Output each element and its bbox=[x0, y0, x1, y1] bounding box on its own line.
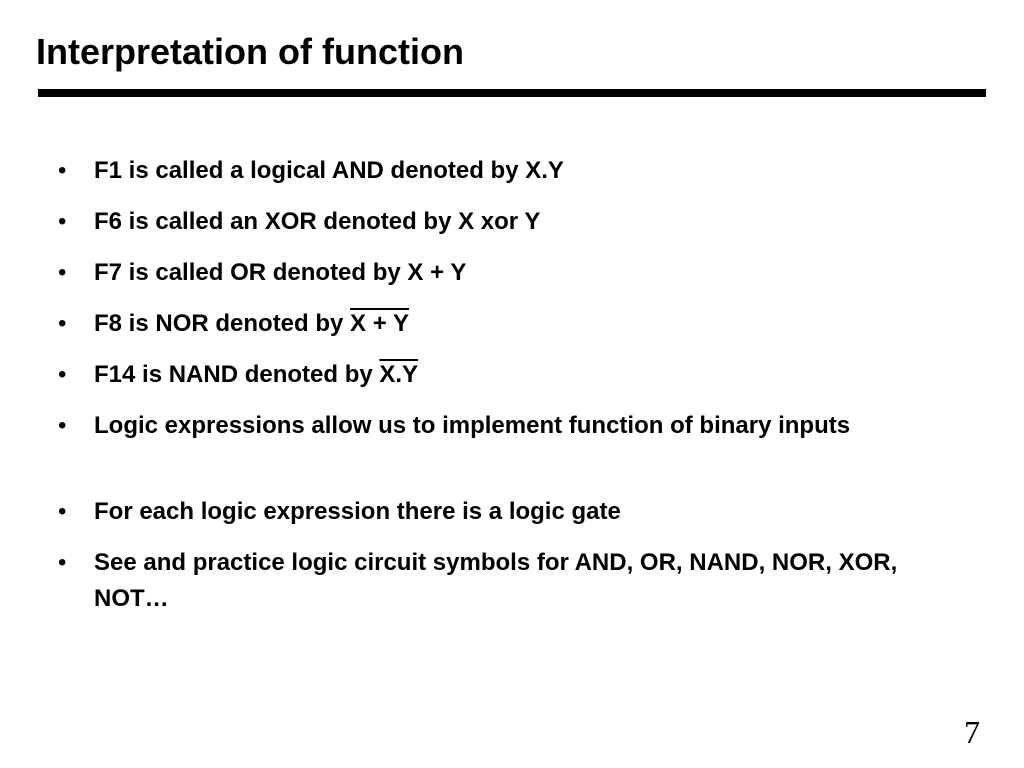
bullet-text: See and practice logic circuit symbols f… bbox=[94, 549, 898, 612]
title-rule bbox=[38, 89, 986, 97]
bullet-text: F8 is NOR denoted by X + Y bbox=[94, 306, 914, 342]
slide-title: Interpretation of function bbox=[36, 31, 464, 72]
bullet-text-prefix: F8 is NOR denoted by bbox=[94, 310, 351, 337]
bullet-dot: • bbox=[58, 498, 67, 525]
bullet-text-prefix: F14 is NAND denoted by bbox=[94, 361, 380, 388]
bullet-dot: • bbox=[58, 361, 67, 388]
page-number: 7 bbox=[964, 714, 980, 750]
bullet-dot: • bbox=[58, 549, 67, 576]
bullet-dot: • bbox=[58, 157, 67, 184]
nand-expression: X.Y bbox=[379, 361, 419, 388]
bullet-text: Logic expressions allow us to implement … bbox=[94, 412, 851, 439]
bullet-text: F1 is called a logical AND denoted by X.… bbox=[94, 157, 564, 184]
bullet-text: F14 is NAND denoted by X.Y bbox=[94, 357, 914, 393]
bullet-text: F7 is called OR denoted by X + Y bbox=[94, 259, 467, 286]
bullet-dot: • bbox=[58, 412, 67, 439]
bullet-text: For each logic expression there is a log… bbox=[94, 498, 621, 525]
bullet-text: F6 is called an XOR denoted by X xor Y bbox=[94, 208, 541, 235]
bullet-dot: • bbox=[58, 259, 67, 286]
bullet-dot: • bbox=[58, 310, 67, 337]
nor-expression: X + Y bbox=[350, 310, 409, 337]
bullet-dot: • bbox=[58, 208, 67, 235]
